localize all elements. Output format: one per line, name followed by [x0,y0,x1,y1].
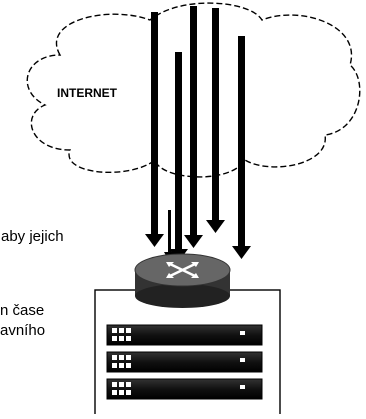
attack-arrow [145,12,164,247]
text-fragment-1: aby jejich [1,228,64,245]
attack-arrow [206,8,225,233]
text-fragment-3: avního [0,322,46,339]
server-rack-icon [94,289,281,419]
router-icon [134,253,231,308]
attack-arrow [184,6,203,248]
cloud-label: INTERNET [57,86,118,100]
text-fragment-2: n čase [0,302,45,319]
attack-arrow [232,36,251,259]
